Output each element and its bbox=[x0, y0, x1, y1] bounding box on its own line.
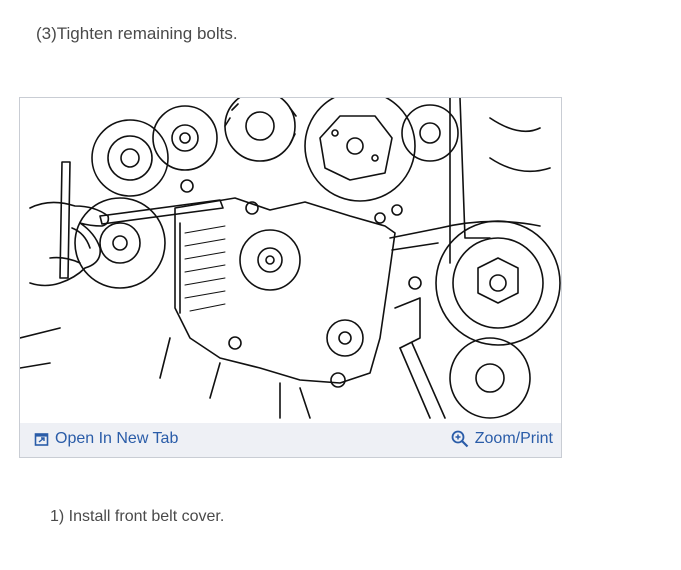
figure-action-bar: Open In New Tab Zoom/Print bbox=[20, 423, 561, 457]
open-in-new-tab-label: Open In New Tab bbox=[55, 430, 179, 447]
figure-container: Open In New Tab Zoom/Print bbox=[19, 97, 562, 458]
zoom-print-label: Zoom/Print bbox=[474, 430, 553, 447]
magnifier-plus-icon bbox=[451, 430, 469, 448]
step-3-text: (3)Tighten remaining bolts. bbox=[36, 24, 238, 43]
open-in-new-tab-link[interactable]: Open In New Tab bbox=[34, 430, 178, 448]
install-instruction-text: 1) Install front belt cover. bbox=[50, 508, 225, 525]
engine-belt-cover-diagram[interactable] bbox=[20, 98, 561, 423]
zoom-print-link[interactable]: Zoom/Print bbox=[451, 430, 553, 448]
open-new-tab-icon bbox=[34, 432, 49, 446]
